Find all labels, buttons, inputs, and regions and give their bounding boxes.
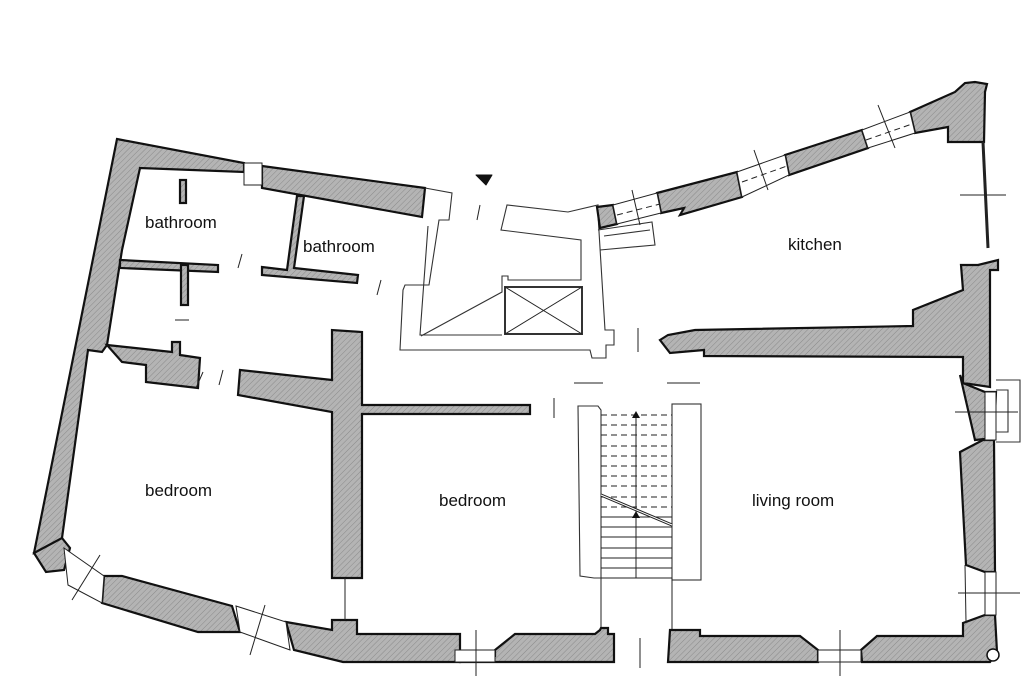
south-wall-center	[284, 618, 462, 664]
staircase	[577, 403, 702, 630]
room-label-bathroom-1: bathroom	[145, 213, 217, 232]
living-room-windows	[454, 379, 1021, 676]
room-label-kitchen: kitchen	[788, 235, 842, 254]
room-label-bathroom-2: bathroom	[303, 237, 375, 256]
kitchen-walls	[595, 80, 1006, 389]
elevator-shaft	[504, 286, 583, 335]
interior-partitions-left	[104, 178, 532, 580]
room-label-bedroom-2: bedroom	[439, 491, 506, 510]
west-wall	[32, 137, 246, 555]
left-windows	[63, 546, 291, 656]
window	[243, 162, 263, 186]
north-arrow-icon	[475, 174, 493, 186]
left-wing-walls	[32, 137, 462, 664]
kitchen-windows	[612, 104, 916, 226]
north-wall-left	[260, 164, 427, 219]
room-label-bedroom-1: bedroom	[145, 481, 212, 500]
south-wall-left	[100, 574, 242, 634]
room-label-living-room: living room	[752, 491, 834, 510]
living-room-walls	[458, 374, 1000, 664]
central-core	[399, 174, 615, 359]
door-marks	[175, 204, 700, 668]
